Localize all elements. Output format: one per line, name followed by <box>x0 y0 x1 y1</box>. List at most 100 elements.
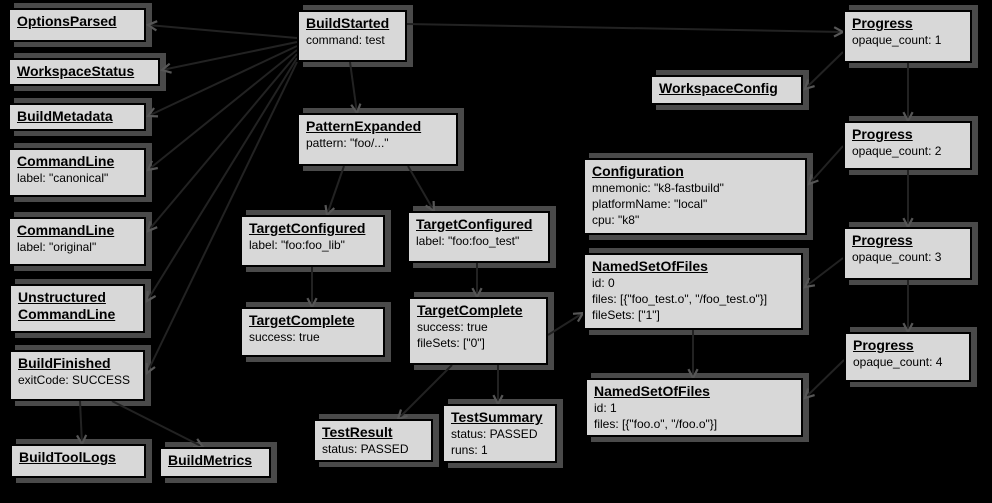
arrowhead-icon <box>803 388 815 400</box>
node-title: BuildMetrics <box>168 452 253 468</box>
node-pattern-expanded: PatternExpanded pattern: "foo/..." <box>297 113 458 166</box>
edge-build-started-to-unstructured-command-line <box>146 57 298 302</box>
node-title: TestResult <box>322 424 393 440</box>
node-title: WorkspaceStatus <box>17 63 135 79</box>
edge-pattern-expanded-to-target-configured-foo-test <box>407 165 435 212</box>
arrowhead-icon <box>145 290 157 304</box>
node-title: TargetConfigured <box>249 220 366 236</box>
node-title: NamedSetOfFiles <box>594 383 710 399</box>
node-title: WorkspaceConfig <box>659 80 778 96</box>
node-title: BuildToolLogs <box>19 449 116 465</box>
edge-build-started-to-pattern-expanded <box>349 61 358 114</box>
arrowhead-icon <box>159 62 172 74</box>
node-attribute: files: [{"foo.o", "/foo.o"}] <box>594 417 718 431</box>
node-title: CommandLine <box>17 222 115 238</box>
edge-build-finished-to-build-tool-logs <box>79 400 83 445</box>
node-attribute: files: [{"foo_test.o", "/foo_test.o"}] <box>592 292 768 306</box>
node-named-set-of-files-1: NamedSetOfFiles id: 1 files: [{"foo.o", "/… <box>585 378 803 437</box>
node-attribute: fileSets: ["0"] <box>417 336 485 350</box>
node-attribute: mnemonic: "k8-fastbuild" <box>592 181 724 195</box>
edge-build-started-to-progress-1 <box>406 23 844 33</box>
node-title: Progress <box>853 337 914 353</box>
edge-progress-3-to-named-set-of-files-0 <box>804 257 844 288</box>
node-attribute: status: PASSED <box>451 427 538 441</box>
node-attribute: success: true <box>417 320 488 334</box>
node-progress-4: Progress opaque_count: 4 <box>844 332 971 382</box>
node-command-line-canonical: CommandLine label: "canonical" <box>8 148 146 197</box>
node-title: TestSummary <box>451 409 543 425</box>
node-build-started: BuildStarted command: test <box>297 10 407 62</box>
arrowhead-icon <box>803 79 815 91</box>
node-title: Configuration <box>592 163 684 179</box>
edge-target-complete-foo-test-to-named-set-of-files-0 <box>547 312 584 336</box>
node-title: CommandLine <box>17 153 115 169</box>
node-attribute: opaque_count: 3 <box>852 250 942 264</box>
node-title: OptionsParsed <box>17 13 117 29</box>
node-title: TargetComplete <box>249 312 355 328</box>
node-test-summary: TestSummary status: PASSED runs: 1 <box>442 404 557 463</box>
node-build-metrics: BuildMetrics <box>159 447 271 478</box>
node-target-complete-foo-lib: TargetComplete success: true <box>240 307 385 357</box>
node-build-finished: BuildFinished exitCode: SUCCESS <box>9 350 145 401</box>
node-attribute: success: true <box>249 330 320 344</box>
edge-build-started-to-workspace-status <box>161 41 298 71</box>
node-attribute: platformName: "local" <box>592 197 708 211</box>
arrowhead-icon <box>807 174 819 186</box>
arrowhead-icon <box>803 277 816 289</box>
edge-build-started-to-command-line-original <box>147 53 298 232</box>
node-attribute: exitCode: SUCCESS <box>18 373 131 387</box>
arrowhead-icon <box>145 107 159 118</box>
node-title: Progress <box>852 15 913 31</box>
edge-pattern-expanded-to-target-configured-foo-lib <box>326 165 345 216</box>
edge-build-started-to-command-line-canonical <box>147 49 298 171</box>
node-attribute: command: test <box>306 33 385 47</box>
node-attribute: fileSets: ["1"] <box>592 308 660 322</box>
node-title: TargetComplete <box>417 302 523 318</box>
node-attribute: opaque_count: 2 <box>852 144 942 158</box>
edge-build-started-to-options-parsed <box>147 24 298 39</box>
node-target-complete-foo-test: TargetComplete success: true fileSets: ["0… <box>408 297 548 365</box>
node-attribute: label: "canonical" <box>17 171 109 185</box>
node-attribute: label: "original" <box>17 240 97 254</box>
node-attribute: opaque_count: 4 <box>853 355 943 369</box>
node-build-metadata: BuildMetadata <box>8 103 146 131</box>
edge-build-started-to-build-metadata <box>147 45 298 117</box>
edge-progress-4-to-named-set-of-files-1 <box>804 359 845 399</box>
node-workspace-config: WorkspaceConfig <box>650 75 803 105</box>
edge-progress-2-to-configuration <box>808 145 844 185</box>
node-configuration: Configuration mnemonic: "k8-fastbuild" pla… <box>583 158 807 235</box>
node-progress-2: Progress opaque_count: 2 <box>843 121 972 170</box>
node-title: Unstructured <box>18 289 106 305</box>
arrowhead-icon <box>145 20 158 32</box>
node-target-configured-foo-test: TargetConfigured label: "foo:foo_test" <box>407 211 550 263</box>
node-test-result: TestResult status: PASSED <box>313 419 433 462</box>
edge-build-finished-to-build-metrics <box>111 400 204 448</box>
node-title: TargetConfigured <box>416 216 533 232</box>
node-attribute: pattern: "foo/..." <box>306 136 389 150</box>
node-title: PatternExpanded <box>306 118 422 134</box>
edge-build-started-to-build-finished <box>146 61 298 374</box>
node-options-parsed: OptionsParsed <box>8 8 146 42</box>
node-title: Progress <box>852 232 913 248</box>
node-attribute: runs: 1 <box>451 443 488 457</box>
node-title: BuildFinished <box>18 355 111 371</box>
node-command-line-original: CommandLine label: "original" <box>8 217 146 266</box>
node-attribute: cpu: "k8" <box>592 213 640 227</box>
node-attribute: id: 1 <box>594 401 617 415</box>
node-title: Progress <box>852 126 913 142</box>
node-attribute: label: "foo:foo_test" <box>416 234 520 248</box>
node-attribute: opaque_count: 1 <box>852 33 942 47</box>
node-title: BuildStarted <box>306 15 390 31</box>
node-build-tool-logs: BuildToolLogs <box>10 444 146 478</box>
node-title: NamedSetOfFiles <box>592 258 708 274</box>
node-attribute: status: PASSED <box>322 442 409 456</box>
edge-progress-1-to-workspace-config <box>804 51 844 90</box>
node-workspace-status: WorkspaceStatus <box>8 58 160 86</box>
arrowhead-icon <box>145 362 156 376</box>
node-title: BuildMetadata <box>17 108 113 124</box>
